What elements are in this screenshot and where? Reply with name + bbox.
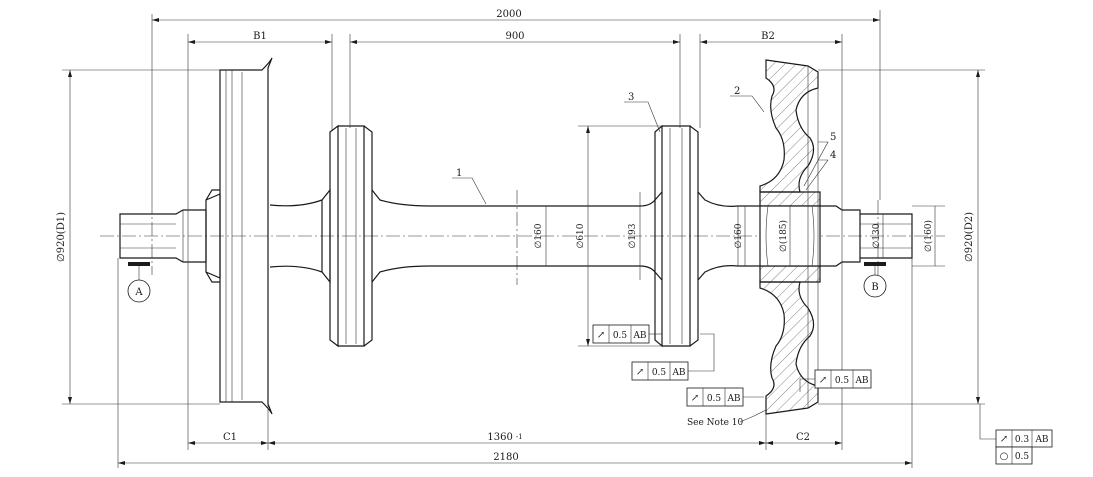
frame-3-symbol: ↗ [691, 393, 699, 404]
dia-symbol: ∅ [534, 241, 544, 249]
dim-1360: 1360 -1 [487, 432, 522, 443]
dim-193-group: ∅193 [628, 223, 638, 248]
dia-symbol: ∅ [924, 244, 934, 252]
datum-b: B [863, 262, 887, 298]
corner-round-symbol: ○ [1000, 451, 1009, 462]
feature-frame-2: ↗ 0.5 AB [631, 361, 689, 381]
axle [119, 188, 760, 284]
dim-160-axle: 160 [534, 223, 544, 240]
dim-overall-bottom: 2180 [493, 452, 518, 463]
feature-frame-4: ↗ 0.5 AB [814, 369, 872, 389]
dim-160-seat: 160 [734, 223, 744, 240]
dia-symbol: ∅ [576, 241, 586, 249]
frame-3-value: 0.5 [707, 394, 722, 404]
leaders [452, 95, 829, 205]
frame-4-symbol: ↗ [819, 375, 827, 386]
frame-2-symbol: ↗ [636, 367, 644, 378]
dim-d2-group: ∅920(D2) [964, 212, 975, 262]
extension-lines [62, 10, 985, 468]
datum-a: A [127, 262, 151, 303]
corner-frame: ↗ 0.3 AB ○ 0.5 [995, 429, 1053, 465]
dim-160-journal-group: ∅(160) [923, 220, 934, 252]
frame-1-symbol: ↗ [597, 330, 605, 341]
feature-frame-3: ↗ 0.5 AB [686, 387, 744, 407]
corner-frame-leader [979, 404, 996, 440]
dim-160-axle-group: ∅160 [534, 223, 544, 248]
svg-text:∅193: ∅193 [628, 223, 638, 248]
datum-b-label: B [871, 282, 878, 293]
dim-160-journal: (160) [923, 220, 934, 244]
balloon-5: 5 [830, 132, 836, 143]
right-journal [820, 205, 913, 267]
corner-runout-symbol: ↗ [1000, 434, 1008, 445]
frame-4-leader [799, 378, 815, 392]
svg-text:∅160: ∅160 [734, 223, 744, 248]
frame-2-datum: AB [671, 368, 685, 378]
dim-130-group: ∅130 [872, 223, 882, 248]
frame-4-value: 0.5 [835, 376, 850, 386]
frame-4-datum: AB [854, 376, 868, 386]
frame-2-leader [688, 333, 715, 372]
dia-symbol: ∅ [628, 241, 638, 249]
dim-185-group: ∅(185) [778, 220, 789, 252]
dim-610-group: ∅610 [576, 223, 586, 248]
svg-text:∅920(D1): ∅920(D1) [56, 212, 67, 262]
datum-a-label: A [134, 287, 143, 298]
corner-runout-value: 0.3 [1015, 435, 1030, 445]
balloon-2: 2 [734, 86, 740, 97]
dia-symbol: ∅ [872, 241, 882, 249]
dim-b2: B2 [761, 31, 775, 42]
dim-900: 900 [505, 31, 524, 42]
dia-symbol: ∅ [734, 241, 744, 249]
dia-symbol: ∅ [56, 253, 67, 262]
svg-text:∅130: ∅130 [872, 223, 882, 248]
corner-runout-datum: AB [1034, 435, 1048, 445]
frame-1-value: 0.5 [613, 331, 628, 341]
dim-d2: 920(D2) [964, 212, 975, 253]
balloon-1: 1 [456, 168, 462, 179]
left-brake-disc [329, 124, 373, 348]
see-note: See Note 10 [687, 418, 744, 428]
svg-text:∅(185): ∅(185) [778, 220, 789, 252]
balloon-4: 4 [830, 150, 836, 161]
svg-text:∅160: ∅160 [534, 223, 544, 248]
frame-3-datum: AB [726, 394, 740, 404]
dim-130: 130 [872, 223, 882, 240]
dim-193: 193 [628, 223, 638, 240]
dim-185: (185) [778, 220, 789, 244]
dia-symbol: ∅ [964, 253, 975, 262]
note-leader [739, 409, 767, 423]
frame-1-datum: AB [632, 331, 646, 341]
arrowheads [68, 18, 980, 465]
corner-round-value: 0.5 [1015, 452, 1030, 462]
dim-160-seat-group: ∅160 [734, 223, 744, 248]
dimension-lines [69, 19, 979, 464]
dim-overall-top: 2000 [496, 9, 521, 20]
dim-c2: C2 [796, 432, 810, 443]
dim-d1: 920(D1) [56, 212, 67, 253]
dim-610: 610 [576, 223, 586, 240]
dim-1360-value: 1360 [487, 432, 512, 443]
dim-b1: B1 [253, 31, 267, 42]
dim-1360-tolerance: -1 [516, 433, 523, 441]
frame-2-value: 0.5 [652, 368, 667, 378]
feature-frame-1: ↗ 0.5 AB [592, 324, 650, 344]
svg-text:∅(160): ∅(160) [923, 220, 934, 252]
dia-symbol: ∅ [779, 244, 789, 252]
dim-d1-group: ∅920(D1) [56, 212, 67, 262]
dim-c1: C1 [223, 432, 237, 443]
balloon-3: 3 [628, 92, 634, 103]
svg-text:∅610: ∅610 [576, 223, 586, 248]
svg-text:∅920(D2): ∅920(D2) [964, 212, 975, 262]
